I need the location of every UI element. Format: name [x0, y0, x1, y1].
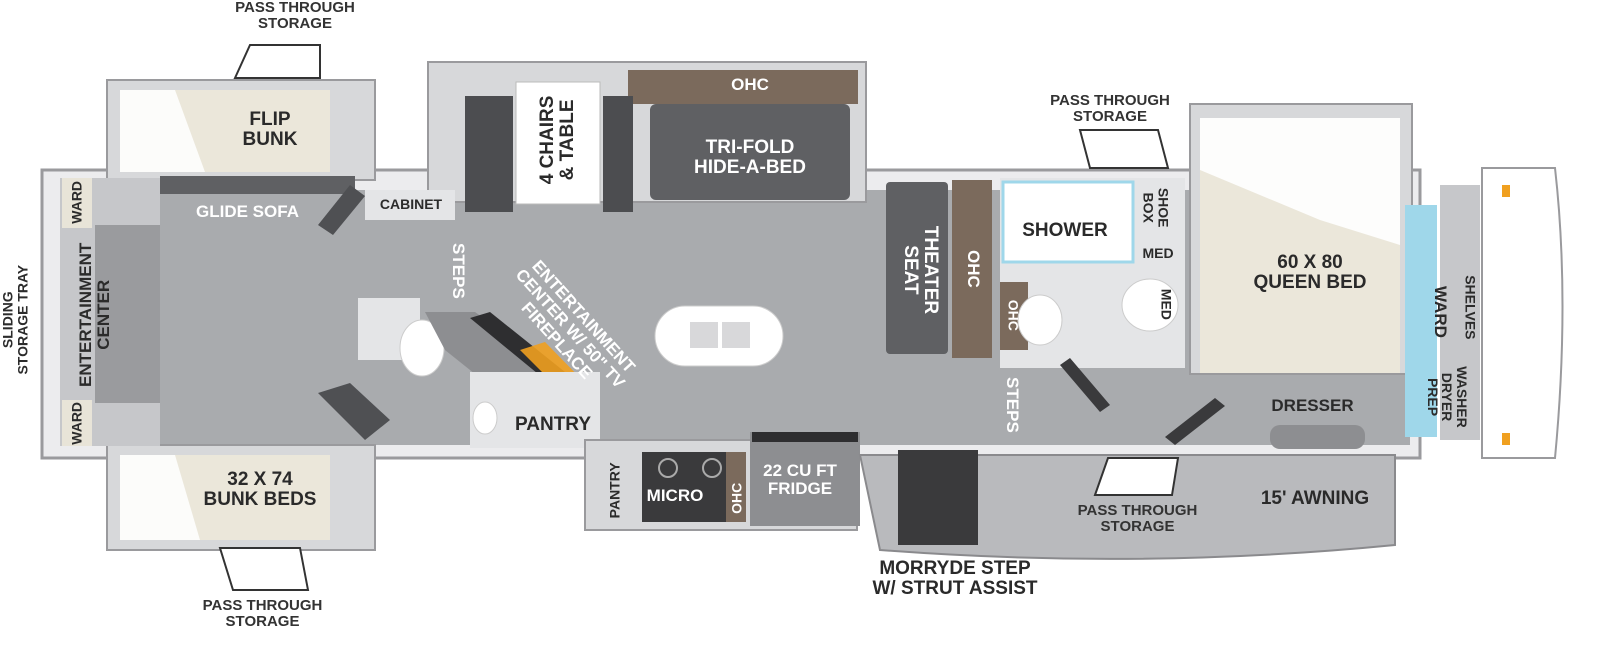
storage-door-bottom-left	[218, 547, 310, 591]
queen-bed-pillows	[1200, 118, 1400, 245]
label-steps-left: STEPS	[448, 243, 468, 299]
shower-stall	[1001, 180, 1135, 264]
label-awning: 15' AWNING	[1260, 488, 1370, 509]
sink-bowl-1	[690, 322, 718, 348]
label-glide-sofa: GLIDE SOFA	[196, 202, 299, 221]
stove-range	[642, 452, 742, 522]
label-pass-through-top-left: PASS THROUGH STORAGE	[235, 0, 355, 32]
ward-bottom-cabinet	[62, 400, 92, 446]
label-queen-bed: 60 X 80 QUEEN BED	[1253, 252, 1367, 293]
label-ward-bottom: WARD	[68, 401, 85, 445]
entertainment-cabinet	[95, 225, 160, 403]
storage-door-top-left	[233, 44, 321, 79]
washer-dryer-area	[1440, 185, 1480, 440]
chair-3	[603, 96, 633, 154]
bath-door	[1060, 358, 1110, 412]
label-ohc-top: OHC	[731, 75, 769, 94]
dinette-table	[515, 81, 601, 205]
label-chairs-table: 4 CHAIRS & TABLE	[537, 95, 578, 185]
label-shoe-box: SHOE BOX	[1141, 187, 1172, 228]
label-shower: SHOWER	[1022, 220, 1108, 241]
label-fridge: 22 CU FT FRIDGE	[763, 461, 837, 498]
sink-bowl-2	[722, 322, 750, 348]
morryde-step-block	[898, 450, 978, 545]
label-shelves: SHELVES	[1462, 275, 1479, 340]
glide-sofa-arm-top	[318, 185, 365, 235]
cabinet-block	[365, 190, 455, 220]
label-washer-dryer-prep: WASHER DRYER PREP	[1424, 366, 1471, 428]
theater-seat-block	[886, 182, 948, 354]
kitchen-island	[654, 305, 784, 367]
label-steps-right: STEPS	[1002, 377, 1022, 433]
label-pass-through-top-right: PASS THROUGH STORAGE	[1050, 92, 1170, 125]
ohc-cabinet-top	[628, 70, 858, 104]
label-pass-through-bottom-left: PASS THROUGH STORAGE	[202, 597, 323, 630]
storage-door-top-right	[1078, 129, 1170, 169]
dresser-block	[1270, 425, 1365, 449]
label-micro: MICRO	[646, 486, 704, 505]
front-light-bottom	[1502, 433, 1510, 445]
glide-sofa-back	[160, 176, 355, 194]
burner-2	[702, 458, 722, 478]
label-entertainment-center-left: ENTERTAINMENT CENTER	[76, 242, 113, 387]
label-ward-right: WARD	[1430, 285, 1450, 338]
label-ward-top: WARD	[68, 180, 85, 224]
glide-sofa-arm-bottom	[318, 383, 390, 440]
label-ohc-kitchen: OHC	[728, 482, 745, 514]
bunk-bed-pillow	[120, 455, 200, 540]
ohc-kitchen-cabinet	[726, 452, 746, 522]
fridge-box	[750, 432, 860, 526]
bedroom-door	[1165, 398, 1225, 445]
chair-4	[603, 154, 633, 212]
fridge-top	[752, 432, 858, 442]
sink-left	[472, 401, 498, 435]
label-flip-bunk: FLIP BUNK	[242, 109, 298, 150]
awning-shape	[858, 454, 1396, 560]
chair-1	[465, 96, 513, 154]
label-cabinet: CABINET	[379, 196, 443, 212]
label-ohc-theater: OHC	[963, 250, 983, 288]
label-ohc-bath: OHC	[1005, 299, 1022, 331]
front-cap	[1481, 167, 1564, 459]
ward-top-cabinet	[62, 178, 92, 228]
label-bunk-beds: 32 X 74 BUNK BEDS	[203, 469, 317, 510]
burner-1	[658, 458, 678, 478]
flip-bunk-pillow	[120, 90, 205, 172]
label-tri-fold: TRI-FOLD HIDE-A-BED	[694, 137, 806, 178]
label-pantry-small: PANTRY	[606, 462, 623, 519]
label-pantry-main: PANTRY	[515, 414, 591, 435]
label-med-top: MED	[1142, 245, 1174, 261]
chair-2	[465, 154, 513, 212]
toilet-right	[1017, 294, 1063, 346]
label-sliding-storage-tray: SLIDING STORAGE TRAY	[0, 264, 30, 375]
tri-fold-sofa	[650, 104, 850, 200]
storage-door-bottom-right	[1093, 457, 1180, 496]
label-dresser: DRESSER	[1271, 396, 1354, 415]
label-med-side: MED	[1158, 288, 1175, 320]
label-theater-seat: THEATER SEAT	[900, 225, 941, 315]
bath-sink	[1121, 278, 1179, 332]
ward-closet	[1405, 205, 1437, 437]
ohc-theater-cabinet	[952, 180, 992, 358]
label-pass-through-bottom-right: PASS THROUGH STORAGE	[1077, 502, 1198, 535]
label-morryde-step: MORRYDE STEP W/ STRUT ASSIST	[872, 558, 1038, 599]
front-light-top	[1502, 185, 1510, 197]
